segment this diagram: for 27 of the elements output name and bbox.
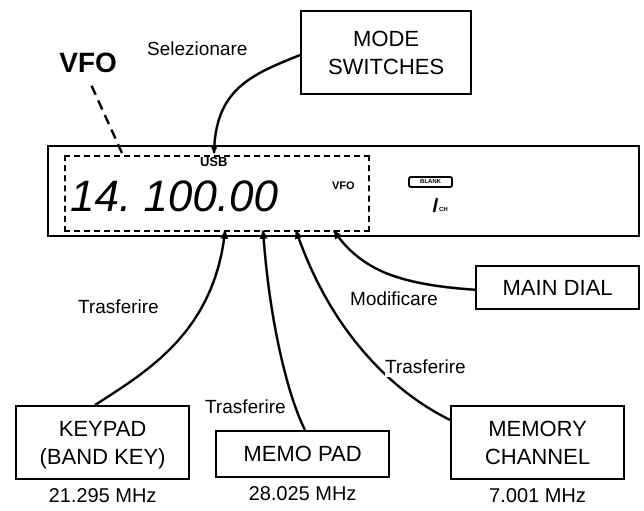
process-box bbox=[300, 10, 472, 95]
frequency-readout: 14. 100.00 bbox=[70, 175, 279, 219]
box-label: KEYPAD (BAND KEY) bbox=[38, 415, 166, 470]
process-box bbox=[215, 430, 390, 478]
arrow bbox=[260, 230, 306, 431]
box-label: MEMO PAD bbox=[242, 440, 363, 468]
process-box bbox=[475, 265, 640, 310]
frequency-caption: 21.295 MHz bbox=[48, 486, 158, 506]
box-label: MAIN DIAL bbox=[501, 274, 614, 302]
process-box bbox=[450, 405, 625, 480]
frequency-caption: 28.025 MHz bbox=[248, 484, 358, 504]
mode-indicator: USB bbox=[200, 155, 228, 168]
indicator-badge bbox=[408, 176, 453, 188]
arrow bbox=[294, 230, 451, 422]
arrow bbox=[333, 230, 476, 291]
display-panel bbox=[47, 145, 640, 237]
edge-label: Trasferire bbox=[385, 358, 466, 377]
vfo-label: VFO bbox=[59, 49, 117, 77]
leader-line bbox=[90, 85, 124, 154]
arrow bbox=[210, 54, 300, 154]
lcd-readout-area bbox=[64, 155, 370, 232]
arrow bbox=[94, 230, 228, 406]
vfo-indicator: VFO bbox=[332, 181, 355, 192]
process-box bbox=[15, 405, 190, 480]
box-label: MEMORY CHANNEL bbox=[484, 415, 592, 470]
frequency-caption: 7.001 MHz bbox=[488, 486, 587, 506]
box-label: MODE SWITCHES bbox=[326, 25, 446, 80]
